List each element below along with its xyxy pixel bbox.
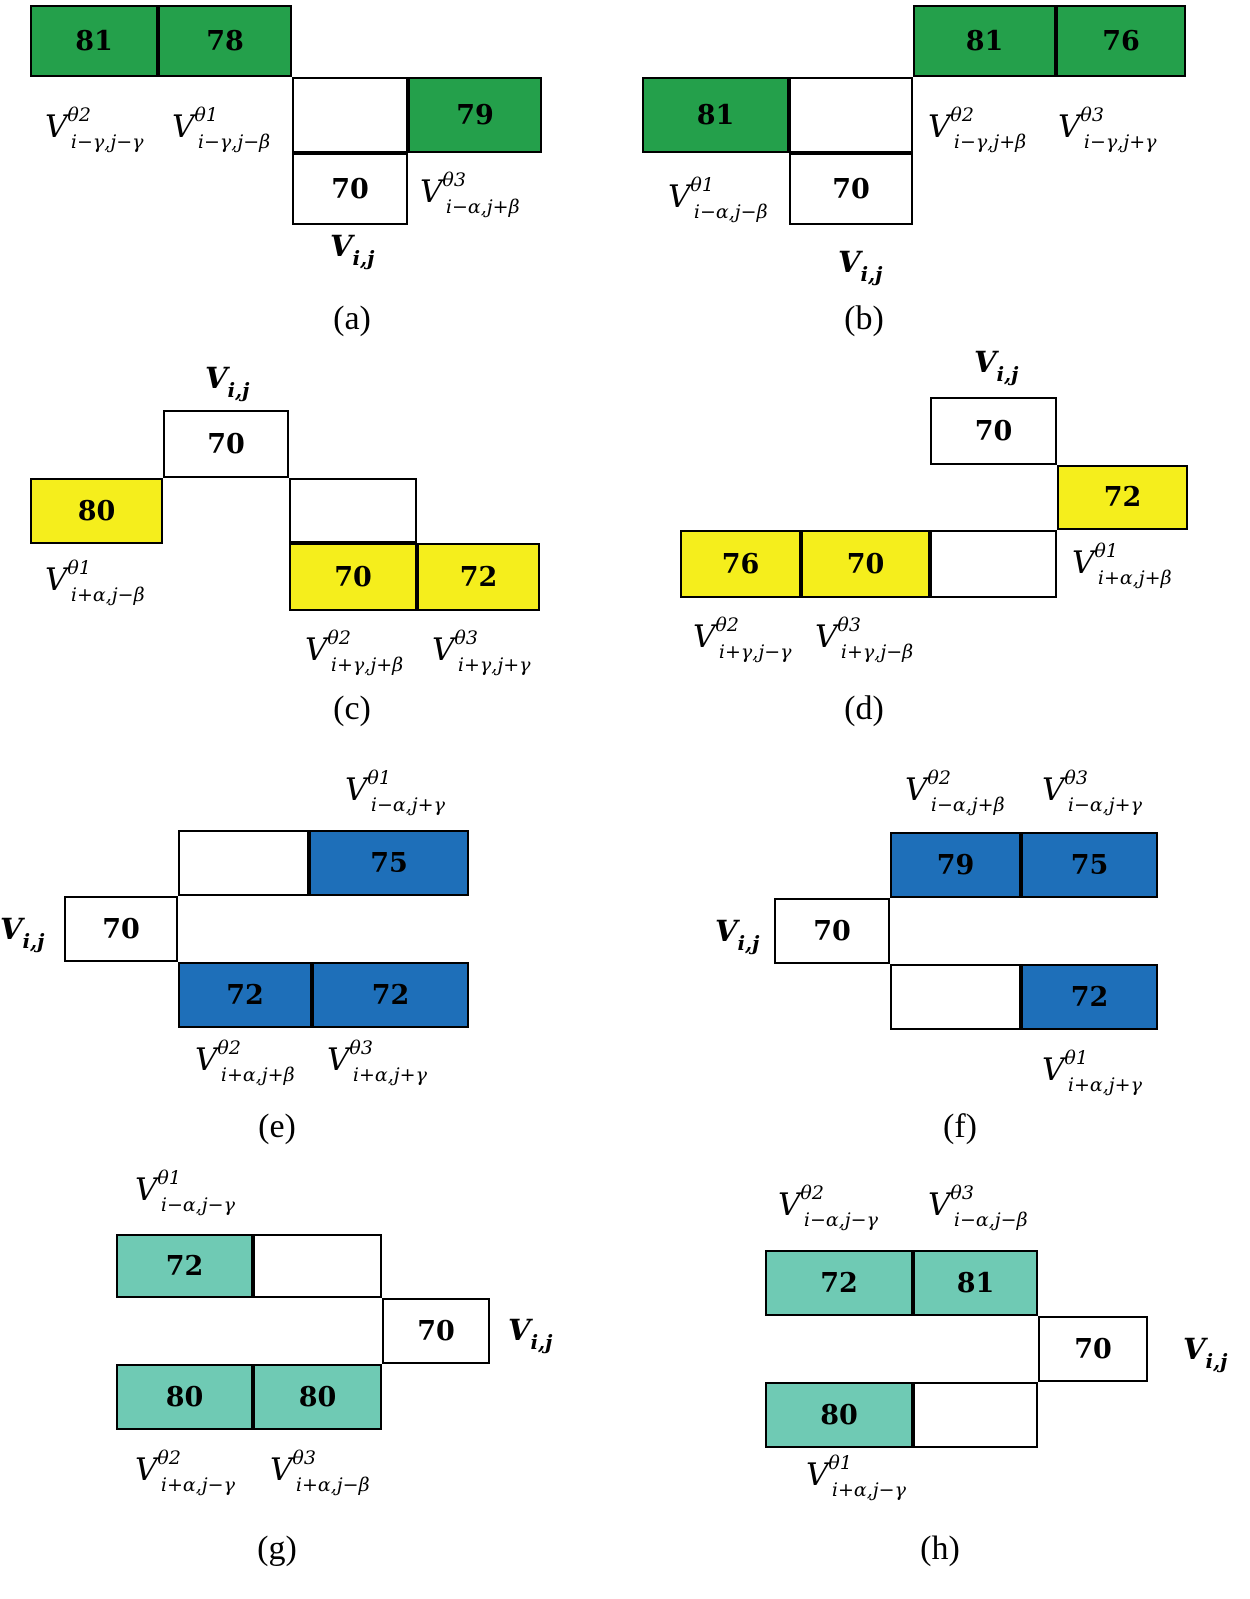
panel-b-center-label: Vi,j xyxy=(838,245,883,286)
panel-a-cell: 78 xyxy=(158,5,292,77)
panel-a-cell: 70 xyxy=(292,153,408,225)
panel-g-cell: 80 xyxy=(253,1364,382,1430)
panel-d-neighbor-label: Vθ2i+γ,j−γ xyxy=(693,614,792,663)
panel-e-cell: 72 xyxy=(312,962,469,1028)
panel-g-neighbor-label: Vθ2i+α,j−γ xyxy=(135,1447,235,1496)
panel-d-caption: (d) xyxy=(844,690,884,727)
panel-f-center-label: Vi,j xyxy=(715,914,760,955)
panel-c-cell xyxy=(289,478,417,543)
panel-a-neighbor-label: Vθ1i−γ,j−β xyxy=(172,104,271,153)
panel-c-neighbor-label: Vθ1i+α,j−β xyxy=(45,557,145,606)
panel-b-cell: 81 xyxy=(642,77,789,153)
panel-c-cell: 72 xyxy=(417,543,540,611)
panel-a-cell: 79 xyxy=(408,77,542,153)
panel-h-neighbor-label: Vθ1i+α,j−γ xyxy=(806,1452,906,1501)
panel-h-caption: (h) xyxy=(920,1530,960,1567)
panel-d-neighbor-label: Vθ3i+γ,j−β xyxy=(815,614,914,663)
panel-g-neighbor-label: Vθ3i+α,j−β xyxy=(270,1447,370,1496)
panel-b-caption: (b) xyxy=(844,300,884,337)
panel-a-neighbor-label: Vθ3i−α,j+β xyxy=(420,169,520,218)
panel-h-cell: 70 xyxy=(1038,1316,1148,1382)
panel-h-cell: 81 xyxy=(913,1250,1038,1316)
panel-c-center-label: Vi,j xyxy=(205,361,250,402)
panel-d-center-label: Vi,j xyxy=(974,345,1019,386)
panel-h-neighbor-label: Vθ3i−α,j−β xyxy=(928,1182,1028,1231)
panel-d-neighbor-label: Vθ1i+α,j+β xyxy=(1072,540,1172,589)
panel-f-cell xyxy=(890,964,1021,1030)
panel-c-caption: (c) xyxy=(333,690,371,727)
panel-d-cell: 70 xyxy=(930,397,1057,465)
panel-h-cell xyxy=(913,1382,1038,1448)
panel-g-cell: 80 xyxy=(116,1364,253,1430)
panel-b-cell: 76 xyxy=(1056,5,1186,77)
panel-h-center-label: Vi,j xyxy=(1183,1332,1228,1373)
panel-f-cell: 70 xyxy=(774,898,890,964)
panel-c-neighbor-label: Vθ2i+γ,j+β xyxy=(305,627,404,676)
panel-e-center-label: Vi,j xyxy=(0,912,45,953)
panel-a-cell: 81 xyxy=(30,5,158,77)
panel-f-cell: 75 xyxy=(1021,832,1158,898)
panel-e-cell: 75 xyxy=(309,830,469,896)
panel-b-neighbor-label: Vθ2i−γ,j+β xyxy=(928,104,1027,153)
panel-a-cell xyxy=(292,77,408,153)
panel-h-cell: 72 xyxy=(765,1250,913,1316)
panel-e-neighbor-label: Vθ1i−α,j+γ xyxy=(345,767,445,816)
panel-b-cell xyxy=(789,77,913,153)
panel-e-cell xyxy=(178,830,309,896)
panel-c-cell: 80 xyxy=(30,478,163,544)
panel-e-cell: 70 xyxy=(64,896,178,962)
panel-g-neighbor-label: Vθ1i−α,j−γ xyxy=(135,1167,235,1216)
panel-g-cell xyxy=(253,1234,382,1298)
panel-h-neighbor-label: Vθ2i−α,j−γ xyxy=(778,1182,878,1231)
panel-b-neighbor-label: Vθ3i−γ,j+γ xyxy=(1058,104,1157,153)
panel-e-cell: 72 xyxy=(178,962,312,1028)
panel-b-neighbor-label: Vθ1i−α,j−β xyxy=(668,174,768,223)
panel-a-caption: (a) xyxy=(333,300,371,337)
panel-g-cell: 72 xyxy=(116,1234,253,1298)
panel-b-cell: 70 xyxy=(789,153,913,225)
panel-a-neighbor-label: Vθ2i−γ,j−γ xyxy=(45,104,144,153)
panel-f-neighbor-label: Vθ1i+α,j+γ xyxy=(1042,1047,1142,1096)
panel-f-neighbor-label: Vθ3i−α,j+γ xyxy=(1042,767,1142,816)
panel-c-neighbor-label: Vθ3i+γ,j+γ xyxy=(432,627,531,676)
panel-e-caption: (e) xyxy=(258,1108,296,1145)
panel-c-cell: 70 xyxy=(289,543,417,611)
panel-d-cell xyxy=(930,530,1057,598)
panel-d-cell: 76 xyxy=(680,530,801,598)
panel-d-cell: 72 xyxy=(1057,465,1188,530)
panel-h-cell: 80 xyxy=(765,1382,913,1448)
panel-g-center-label: Vi,j xyxy=(508,1313,553,1354)
panel-e-neighbor-label: Vθ3i+α,j+γ xyxy=(327,1037,427,1086)
panel-f-cell: 72 xyxy=(1021,964,1158,1030)
panel-f-neighbor-label: Vθ2i−α,j+β xyxy=(905,767,1005,816)
panel-e-neighbor-label: Vθ2i+α,j+β xyxy=(195,1037,295,1086)
panel-f-caption: (f) xyxy=(943,1108,977,1145)
panel-a-center-label: Vi,j xyxy=(330,229,375,270)
panel-f-cell: 79 xyxy=(890,832,1021,898)
panel-g-caption: (g) xyxy=(257,1530,297,1567)
panel-c-cell: 70 xyxy=(163,410,289,478)
panel-d-cell: 70 xyxy=(801,530,930,598)
panel-b-cell: 81 xyxy=(913,5,1056,77)
panel-g-cell: 70 xyxy=(382,1298,490,1364)
